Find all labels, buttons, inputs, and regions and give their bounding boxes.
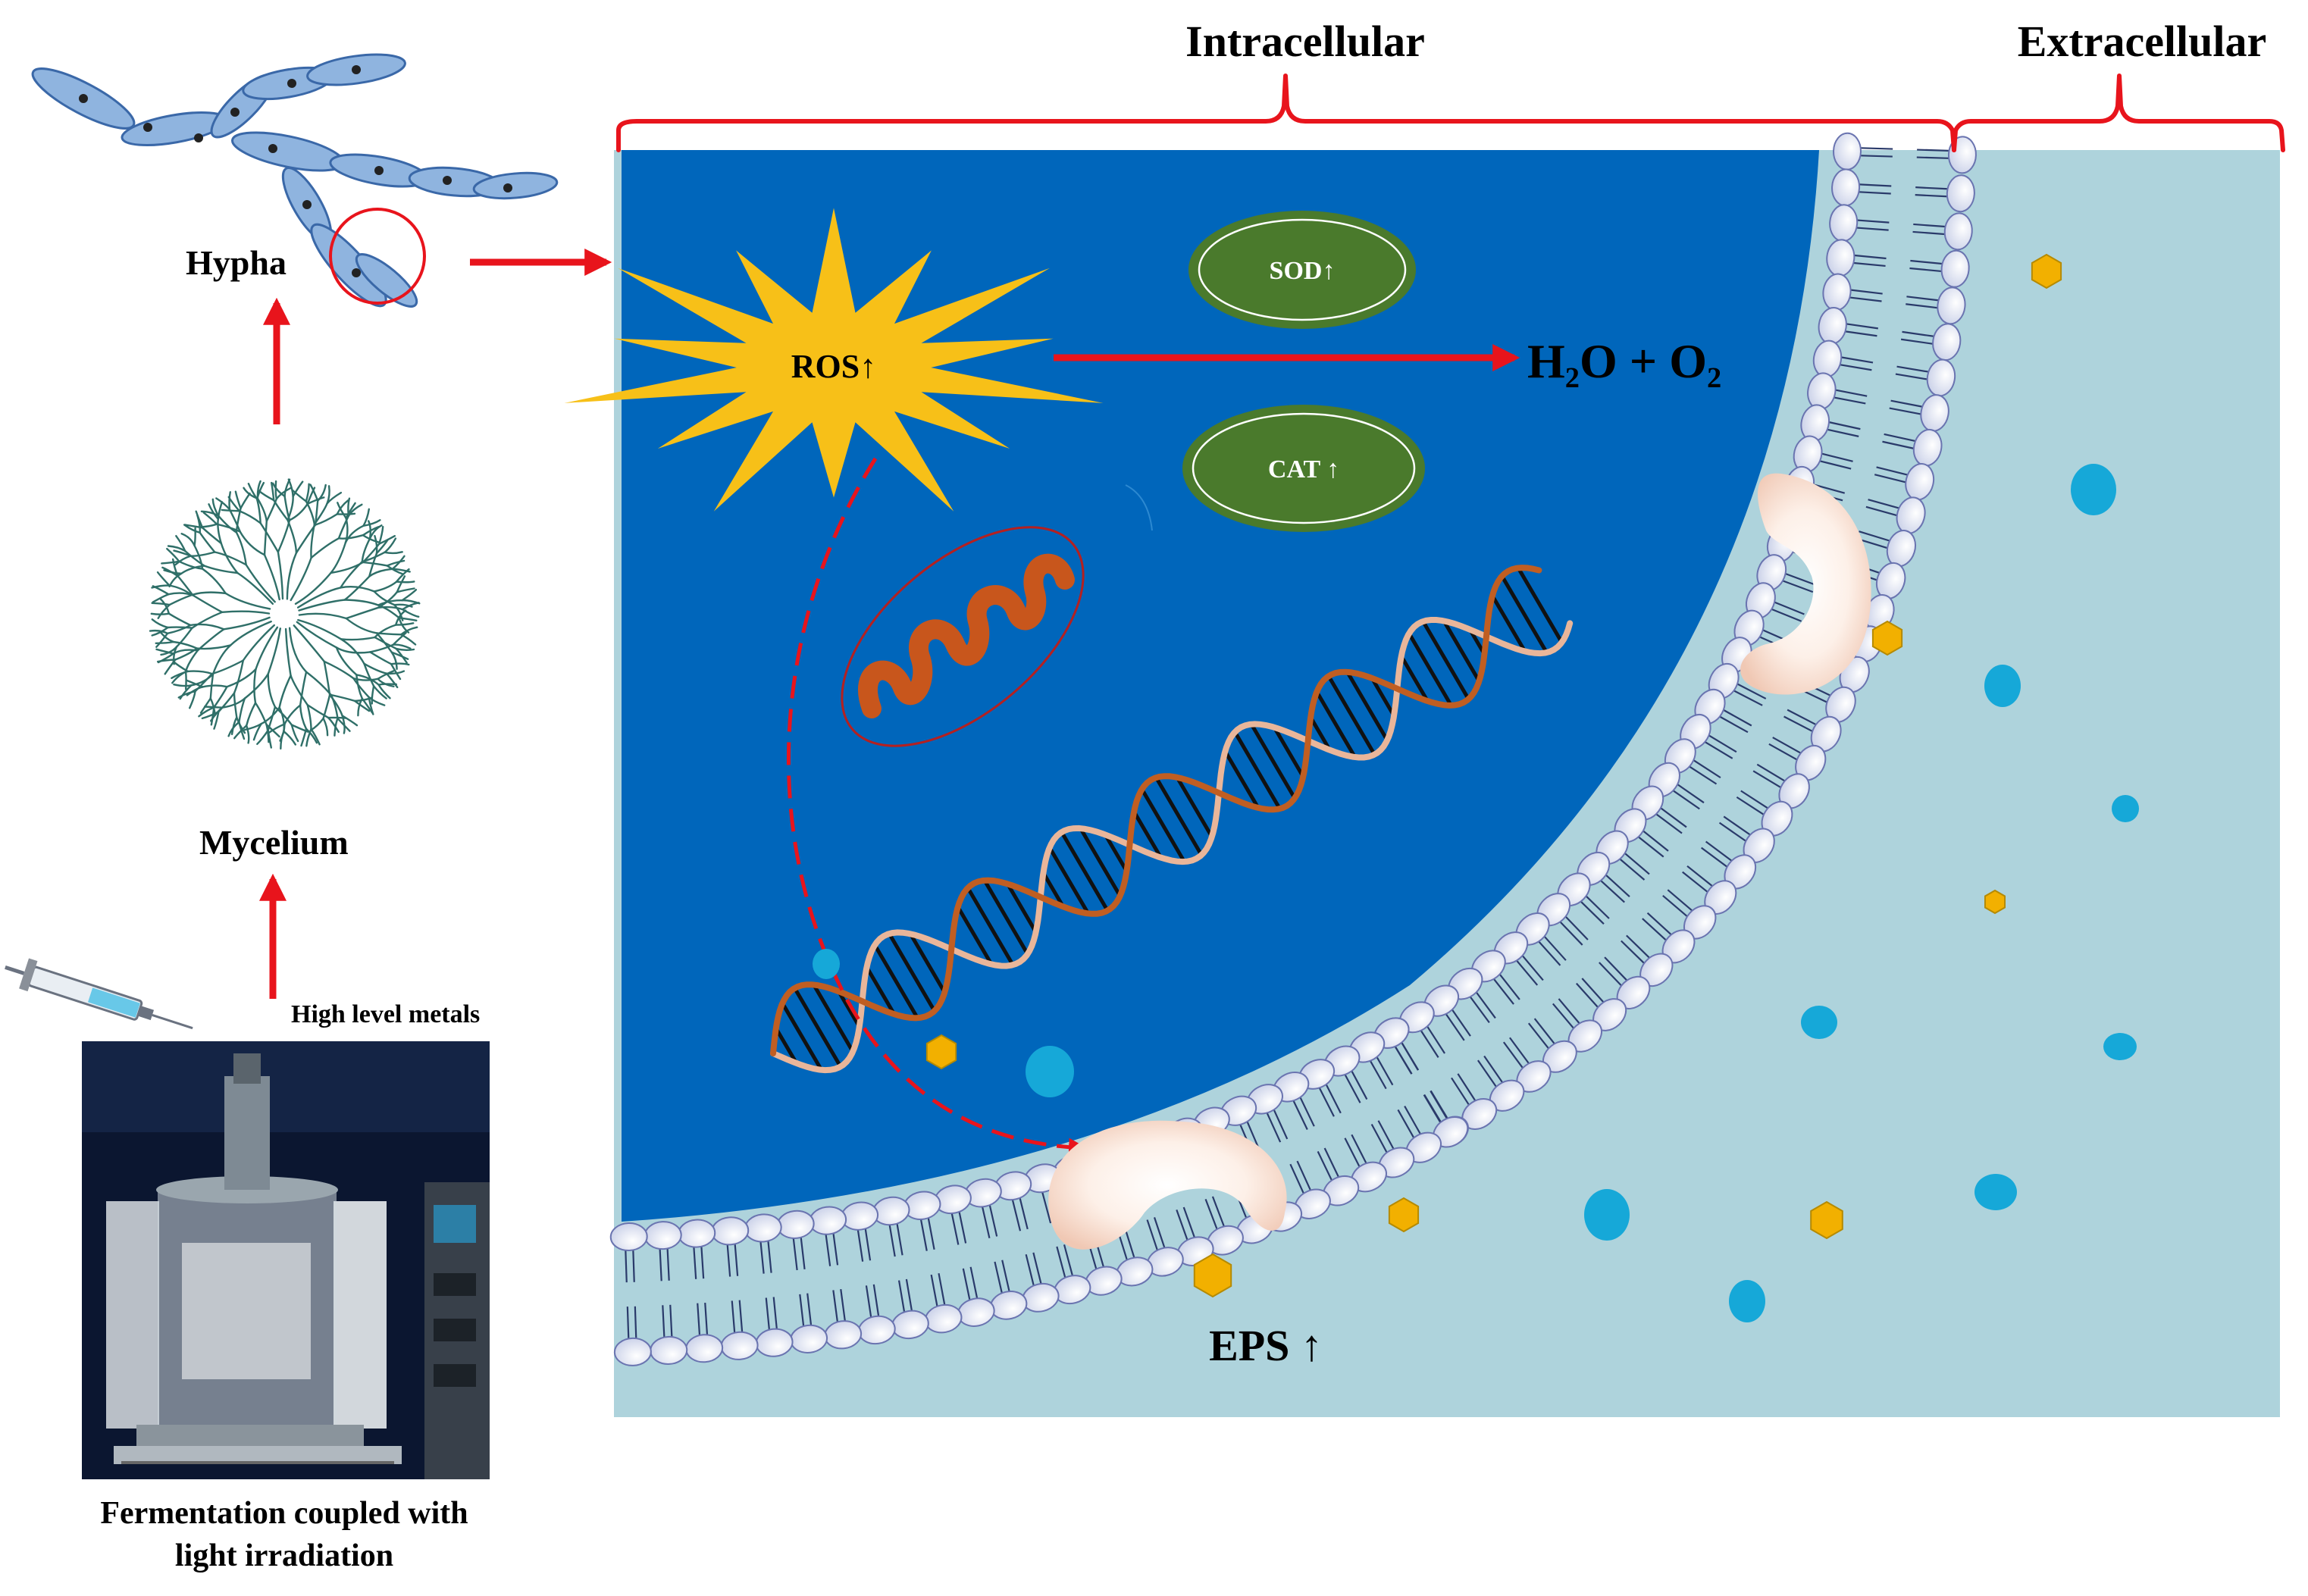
- eps-hexagon: [2031, 253, 2062, 289]
- eps-hexagon: [925, 1034, 957, 1070]
- dna-strand-dark: [770, 565, 1542, 1056]
- transporter-bottom: [1048, 1120, 1287, 1250]
- droplet: [1974, 1174, 2017, 1210]
- dna-double-helix: [770, 565, 1574, 1074]
- droplet: [813, 949, 840, 979]
- syringe-icon: [5, 958, 193, 1030]
- extracellular-label: Extracellular: [2018, 17, 2267, 66]
- fermenter-photo: [82, 1041, 490, 1479]
- hypha-nuclei: [79, 65, 512, 277]
- mitochondrion: [841, 526, 1085, 747]
- intracellular-label: Intracellular: [1185, 17, 1425, 66]
- eps-particles: [813, 253, 2139, 1322]
- water-oxygen-label: H₂O + O₂: [1527, 334, 1721, 388]
- sod-enzyme: [1188, 211, 1416, 329]
- eps-hexagon: [1810, 1200, 1843, 1240]
- eps-hexagon: [1388, 1197, 1420, 1233]
- droplet: [1801, 1006, 1837, 1039]
- intracellular-bracket: [616, 74, 1956, 152]
- sod-label: SOD↑: [1270, 257, 1336, 285]
- dna-strand-light: [770, 617, 1574, 1074]
- droplet: [2071, 464, 2116, 515]
- eps-hexagon: [1193, 1253, 1232, 1298]
- cat-label: CAT ↑: [1268, 455, 1339, 483]
- eps-hexagon: [1984, 889, 2006, 915]
- droplet: [1584, 1189, 1630, 1241]
- droplet: [1729, 1280, 1765, 1322]
- dna-base-pairs: [774, 567, 1564, 1072]
- droplet: [2103, 1033, 2137, 1060]
- ros-label: ROS↑: [791, 348, 876, 385]
- ros-to-eps-dashed-arrow: [786, 457, 1088, 1157]
- fermentation-label-line2: light irradiation: [175, 1538, 393, 1573]
- hypha-highlight-circle: [329, 208, 426, 305]
- droplet: [1026, 1046, 1074, 1097]
- metals-label: High level metals: [291, 1000, 480, 1028]
- cat-enzyme: [1182, 405, 1425, 532]
- droplet: [2112, 795, 2139, 822]
- faint-curl: [1125, 484, 1153, 531]
- fermentation-label-line1: Fermentation coupled with: [100, 1496, 468, 1531]
- mycelium-illustration: [149, 478, 421, 750]
- eps-label: EPS ↑: [1209, 1321, 1323, 1370]
- mycelium-label: Mycelium: [199, 823, 349, 862]
- extracellular-bracket: [1952, 74, 2285, 152]
- eps-hexagon: [1871, 620, 1903, 656]
- hypha-illustration: [31, 53, 559, 308]
- transporter-right: [1740, 473, 1871, 695]
- droplet: [1984, 665, 2021, 707]
- hypha-label: Hypha: [186, 243, 287, 282]
- ros-burst: [564, 208, 1104, 512]
